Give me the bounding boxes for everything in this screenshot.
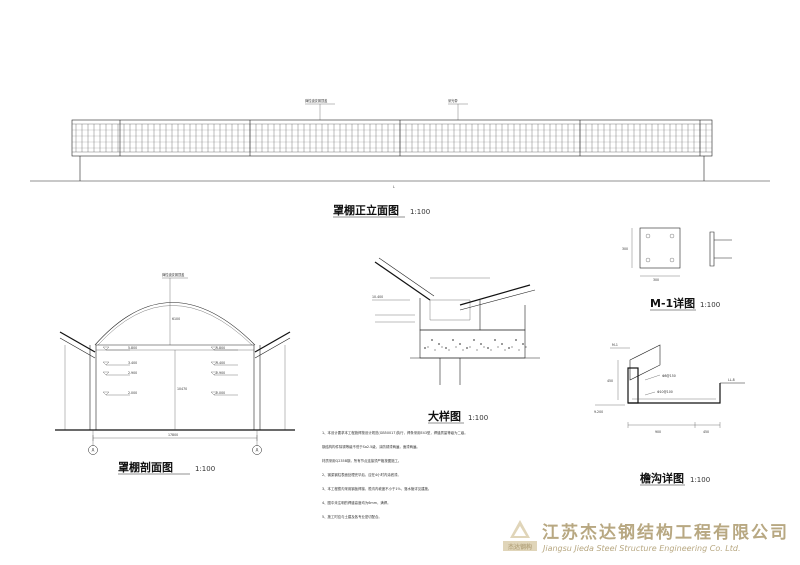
gutter-rebar2: Φ10@100 <box>657 390 673 394</box>
elevation-title: 罩棚正立面图 <box>333 203 399 217</box>
gutter-scale: 1:100 <box>690 476 710 484</box>
company-watermark: 杰达钢构 江苏杰达钢结构工程有限公司 Jiangsu Jieda Steel S… <box>503 520 789 553</box>
level-label: 3.400 <box>128 361 137 365</box>
m1-dim-b: 300 <box>653 278 659 282</box>
level-label: 3.400 <box>216 361 225 365</box>
section-dim-height: 6100 <box>172 317 180 321</box>
gutter-label-ll: LL-8 <box>728 378 735 382</box>
level-label: 2.000 <box>216 391 225 395</box>
level-label: 5.800 <box>216 346 225 350</box>
elevation-view: 弹性波纹钢顶盖 采光带 L 罩棚正立面图 1:100 <box>30 98 770 218</box>
note-line: 3、本工程檐沟采用钢板焊接，檐沟内坡度不小于1%，落水管详见建施。 <box>322 486 431 491</box>
note-line: 5、施工时应与土建及各专业密切配合。 <box>322 514 382 519</box>
m1-title: M-1详图 <box>650 296 695 310</box>
level-label: 5.800 <box>128 346 137 350</box>
gutter-dim-bottom-left: 900 <box>655 430 661 434</box>
section-scale: 1:100 <box>195 465 215 473</box>
levels-right: 5.800 3.400 2.900 2.000 <box>210 346 238 396</box>
gutter-label-top: M-1 <box>612 343 618 347</box>
note-line: 钢结构构件除锈等级不低于Sa2.5级，涂防锈漆两遍，面漆两遍。 <box>322 444 420 449</box>
level-label: 2.900 <box>128 371 137 375</box>
gutter-dim-left: 450 <box>607 379 613 383</box>
detail-title: 大样图 <box>428 409 461 423</box>
level-label: 2.000 <box>128 391 137 395</box>
company-name-en: Jiangsu Jieda Steel Structure Engineerin… <box>541 544 741 553</box>
m1-view: 300 300 M-1详图 1:100 <box>622 227 732 311</box>
axis-right-bubble: A <box>256 448 259 453</box>
design-notes: 1、本设计要求本工程施焊按设计规范(GB50017)执行，焊条采用E43型，焊缝… <box>322 430 468 519</box>
gutter-rebar1: Φ8@150 <box>662 374 676 378</box>
section-title: 罩棚剖面图 <box>118 460 173 474</box>
gutter-level: 9.200 <box>594 410 603 414</box>
elevation-scale: 1:100 <box>410 208 430 216</box>
gutter-title: 檐沟详图 <box>640 471 684 485</box>
detail-scale: 1:100 <box>468 414 488 422</box>
company-name-cn: 江苏杰达钢结构工程有限公司 <box>542 522 789 543</box>
gutter-dim-bottom-right: 450 <box>703 430 709 434</box>
detail-slab <box>419 329 526 359</box>
canopy-fascia <box>71 119 713 157</box>
note-line: 4、图中未注明的焊缝高度均为6mm，满焊。 <box>322 500 391 505</box>
m1-plate <box>639 227 681 269</box>
m1-dim-a: 300 <box>622 247 628 251</box>
section-top-label: 弹性波纹钢顶盖 <box>162 272 185 277</box>
arch-roof <box>94 302 256 346</box>
note-line: 1、本设计要求本工程施焊按设计规范(GB50017)执行，焊条采用E43型，焊缝… <box>322 430 468 435</box>
note-line: 2、钢梁钢柱表面处理完毕后，应在4小时内涂底漆。 <box>322 472 401 477</box>
elevation-dim: L <box>393 185 395 189</box>
section-dim-total: 17800 <box>168 433 178 437</box>
company-logo: 杰达钢构 <box>503 520 537 551</box>
level-label: 2.900 <box>216 371 225 375</box>
detail-view: 10.400 大样图 1:100 <box>372 257 540 424</box>
elevation-label-right: 采光带 <box>448 98 458 103</box>
elevation-label-left: 弹性波纹钢顶盖 <box>305 98 328 103</box>
detail-elev: 10.400 <box>372 295 383 299</box>
section-dim-mid: 10470 <box>177 387 187 391</box>
axis-left-bubble: A <box>92 448 95 453</box>
detail-hatch <box>424 339 527 351</box>
logo-text: 杰达钢构 <box>508 543 532 551</box>
note-line: 材质采用Q235B钢，所有节点连接须严格按图施工。 <box>322 458 401 463</box>
gutter-view: LL-8 M-1 450 Φ8@150 Φ10@100 9.200 900 45… <box>594 343 745 486</box>
m1-scale: 1:100 <box>700 301 720 309</box>
gutter-wall <box>627 367 639 404</box>
fascia-pattern <box>72 120 712 156</box>
section-view: 弹性波纹钢顶盖 5.800 3.400 2.900 2.000 5.800 3.400 2… <box>55 272 295 475</box>
levels-left: 5.800 3.400 2.900 2.000 <box>102 346 137 396</box>
